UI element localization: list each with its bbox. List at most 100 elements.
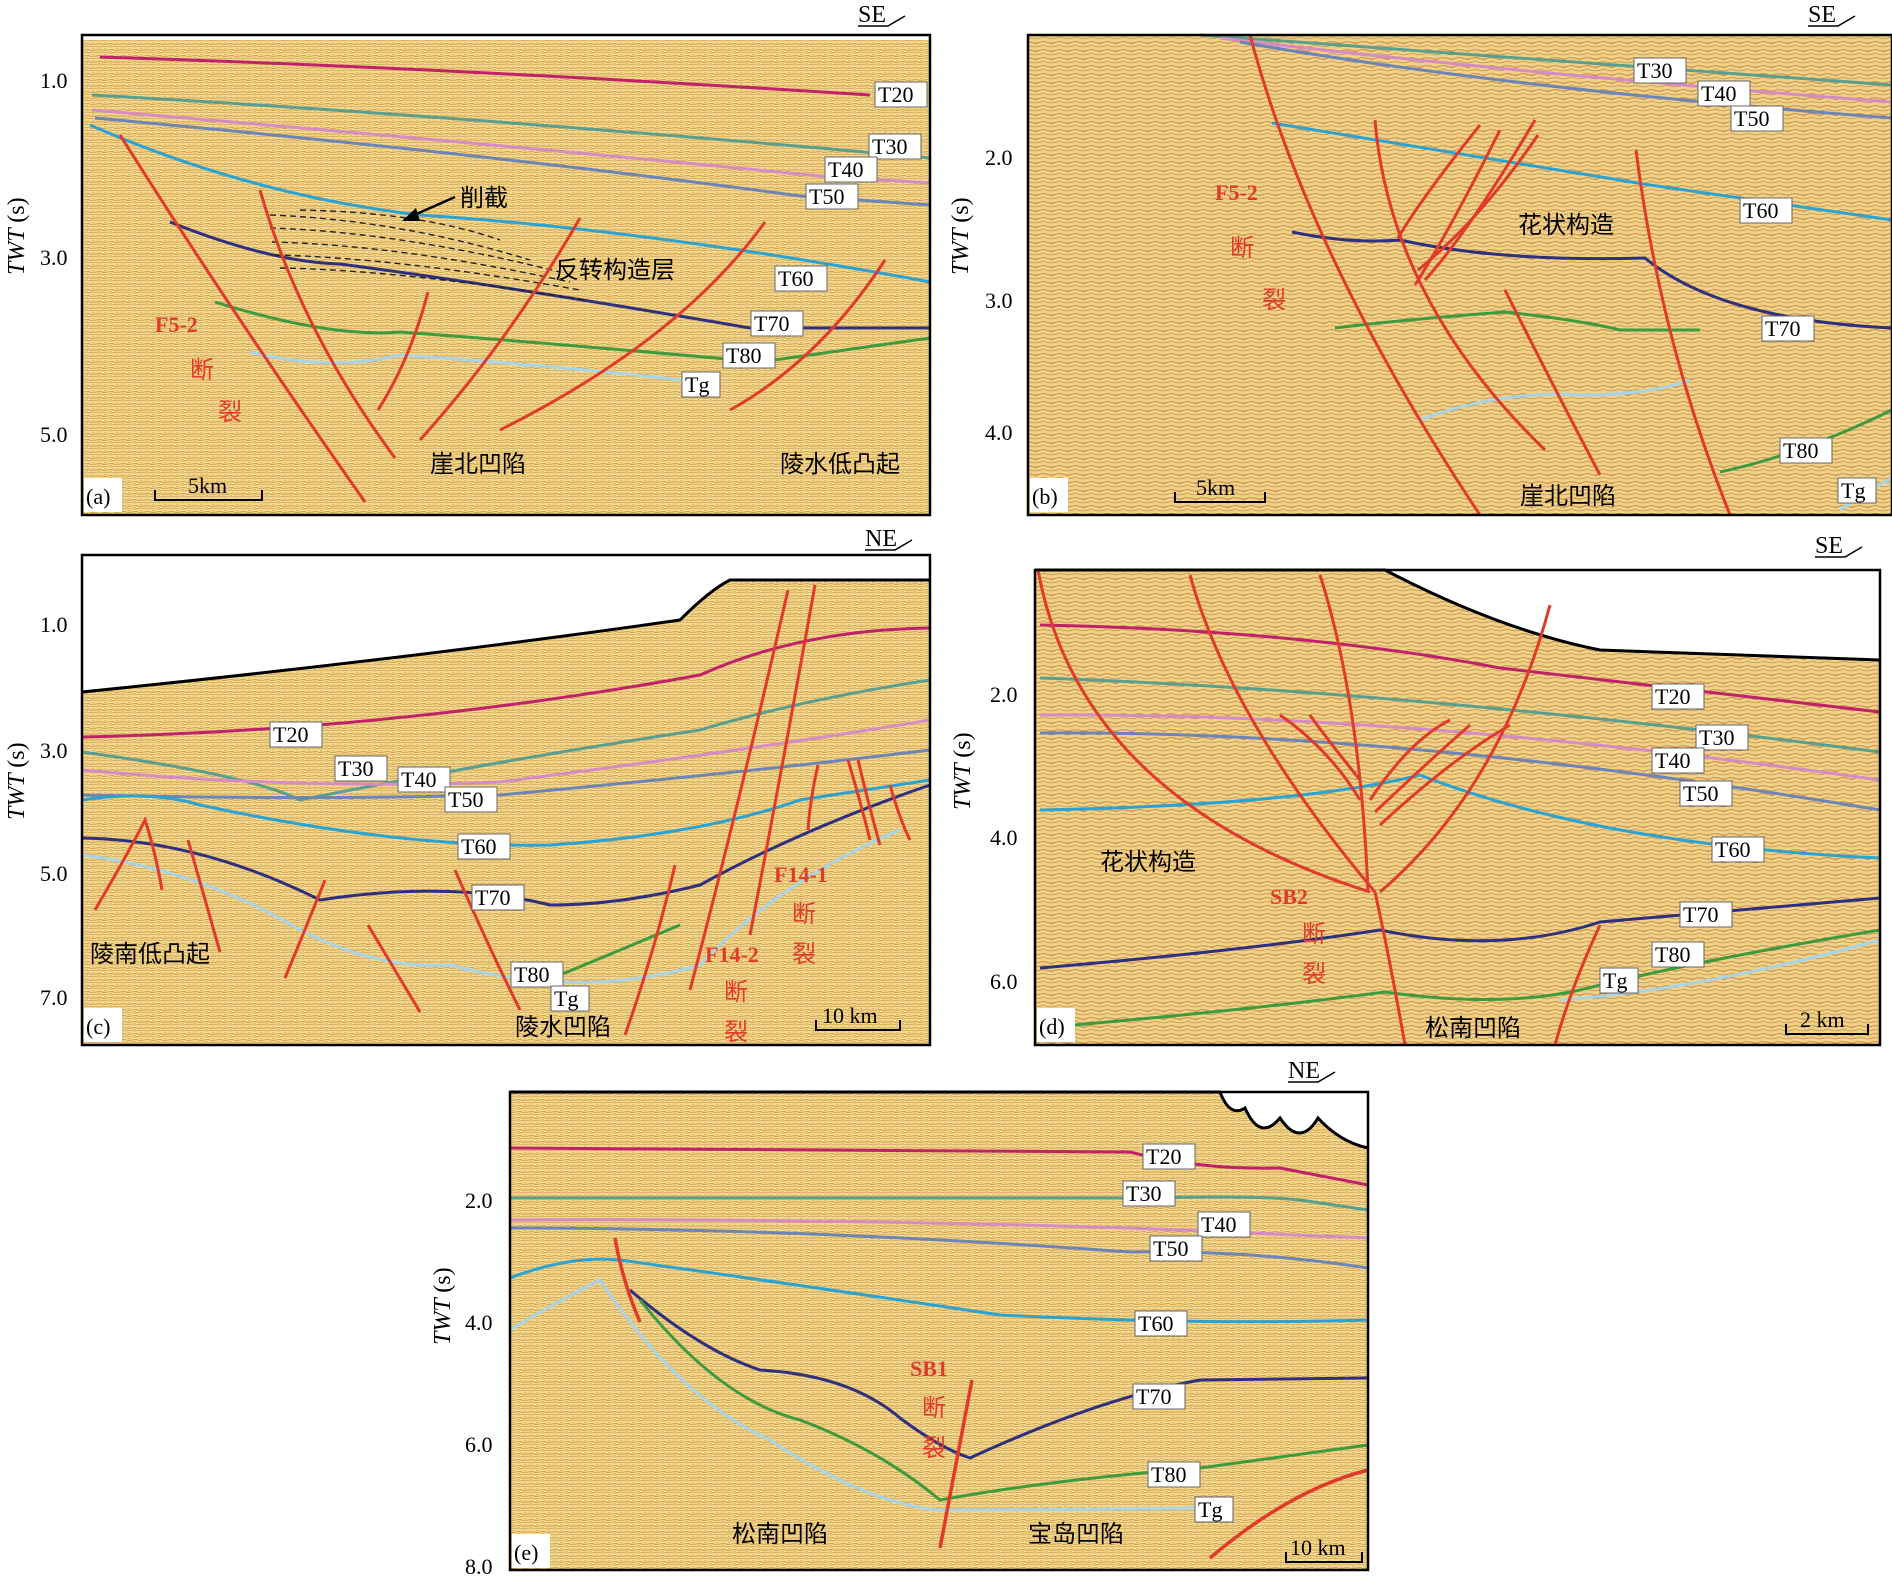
horizon-label-T60: T60 — [1715, 837, 1750, 862]
scale-bar-label: 5km — [188, 473, 227, 498]
horizon-label-T80: T80 — [726, 343, 761, 368]
horizon-label-bg — [397, 766, 451, 793]
horizon-Tg — [1419, 378, 1691, 422]
scale-bar — [1174, 492, 1266, 503]
horizon-label-bg — [1142, 1143, 1196, 1170]
horizon-label-bg — [1651, 747, 1705, 774]
panel-frame — [508, 1090, 1370, 1572]
fault-line — [1379, 604, 1552, 894]
seismic-section — [1028, 35, 1892, 515]
fault-line — [1279, 713, 1362, 801]
y-tick: 1.0 — [40, 68, 68, 93]
horizon-T80 — [214, 300, 931, 364]
y-tick: 2.0 — [990, 682, 1018, 707]
fault-line — [499, 221, 767, 432]
seafloor-line — [510, 1090, 1369, 1150]
fault-line — [623, 864, 677, 1036]
fault-line — [888, 784, 912, 841]
arrow-head-icon — [402, 208, 420, 221]
direction-label: SE — [1815, 533, 1843, 559]
y-tick: 6.0 — [465, 1432, 493, 1457]
horizon-label-T20: T20 — [878, 82, 913, 107]
horizon-T50 — [509, 1226, 1369, 1270]
horizon-label-bg — [1633, 57, 1687, 84]
fault-word-1: 断 — [1230, 234, 1254, 262]
scale-bar — [1285, 1552, 1363, 1563]
y-tick: 2.0 — [985, 145, 1013, 170]
scale-bar — [1785, 1024, 1869, 1035]
region-label: 宝岛凹陷 — [1028, 1520, 1124, 1548]
panel-tag: (c) — [86, 1014, 110, 1039]
horizon-label-T80: T80 — [1655, 942, 1690, 967]
horizon-label-T30: T30 — [1699, 725, 1734, 750]
direction-label: SE — [858, 2, 886, 28]
horizon-T20 — [1039, 623, 1881, 714]
fault-line — [938, 1379, 974, 1549]
horizon-label-bg — [1134, 1310, 1188, 1337]
y-tick: 4.0 — [465, 1310, 493, 1335]
fault-line — [366, 924, 422, 1013]
horizon-Tg — [81, 828, 901, 984]
fault-word-2: 裂 — [1302, 960, 1326, 988]
horizon-label-T50: T50 — [1734, 106, 1769, 131]
horizon-label-bg — [269, 721, 323, 748]
direction-arrow-icon — [1815, 546, 1863, 558]
horizon-T80 — [1334, 310, 1700, 332]
horizon-label-bg — [471, 884, 525, 911]
fault-word-2: 裂 — [1262, 286, 1286, 314]
horizon-T80 — [559, 923, 681, 977]
fault-code-label: F5-2 — [155, 312, 198, 337]
panel-tag: (e) — [514, 1540, 538, 1565]
fault-line — [453, 869, 522, 1011]
y-tick: 5.0 — [40, 861, 68, 886]
y-tick: 3.0 — [985, 288, 1013, 313]
horizon-label-bg — [1679, 780, 1733, 807]
fault-code-label: F14-1 — [774, 862, 828, 887]
annotation-flower-structure: 花状构造 — [1518, 211, 1614, 239]
horizon-label-bg — [1122, 1180, 1176, 1207]
seafloor-line — [1035, 568, 1881, 662]
fault-line — [688, 589, 790, 991]
horizon-Tg — [1559, 938, 1881, 1002]
horizon-T70 — [1291, 230, 1892, 330]
horizon-label-bg — [1149, 1235, 1203, 1262]
panel-d: 2.0 4.0 6.0 TWT (s) T20 T30 T40 T50 T60 … — [950, 533, 1882, 1047]
region-label: 陵水凹陷 — [515, 1013, 611, 1041]
y-tick: 2.0 — [465, 1188, 493, 1213]
fault-line — [613, 1237, 642, 1323]
horizon-label-bg — [874, 81, 928, 108]
panel-frame — [80, 553, 932, 1047]
horizon-label-T70: T70 — [1136, 1384, 1171, 1409]
fault-line — [1248, 34, 1482, 516]
horizon-T70 — [81, 783, 931, 907]
y-tick: 6.0 — [990, 969, 1018, 994]
fault-word-2: 裂 — [922, 1434, 946, 1462]
annotation-truncation: 削截 — [460, 184, 508, 212]
fault-line — [1503, 289, 1602, 476]
horizon-label-T60: T60 — [1743, 198, 1778, 223]
horizon-label-bg — [1697, 80, 1751, 107]
region-label: 松南凹陷 — [732, 1520, 828, 1548]
y-tick: 5.0 — [40, 422, 68, 447]
horizon-T20 — [81, 626, 931, 739]
fault-line — [1378, 723, 1511, 827]
direction-arrow-icon — [865, 539, 913, 551]
horizon-label-T60: T60 — [778, 266, 813, 291]
horizon-label-T40: T40 — [1201, 1212, 1236, 1237]
fault-line — [283, 879, 327, 979]
fault-line — [1634, 149, 1732, 516]
fault-line — [1553, 924, 1602, 1046]
fault-line — [186, 839, 222, 953]
seafloor-line — [81, 578, 930, 694]
y-tick: 3.0 — [40, 245, 68, 270]
fault-line — [376, 291, 430, 411]
fault-line — [846, 759, 872, 841]
panel-tag: (d) — [1039, 1014, 1065, 1039]
horizon-T60 — [1271, 121, 1892, 222]
annotation-flower-structure: 花状构造 — [1100, 848, 1196, 876]
horizon-label-T20: T20 — [1655, 684, 1690, 709]
horizon-label-bg — [774, 265, 828, 292]
fault-word-1: 断 — [792, 900, 816, 928]
horizon-T80 — [638, 1299, 1369, 1502]
panel-tag-bg — [512, 1534, 550, 1568]
